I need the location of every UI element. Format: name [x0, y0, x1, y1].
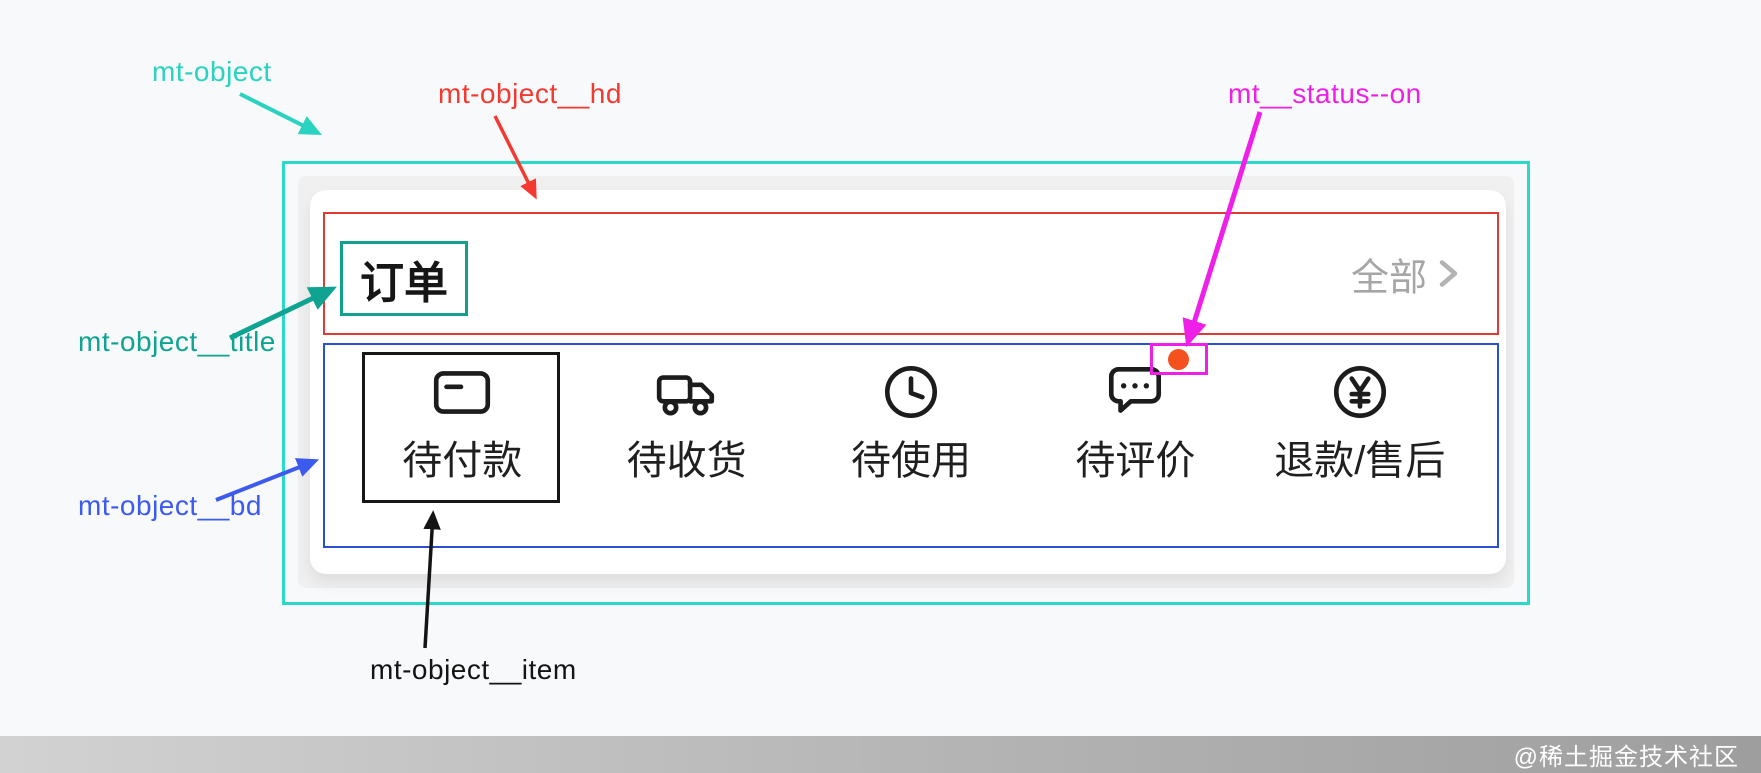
- nav-item-pending-payment[interactable]: 待付款: [350, 345, 574, 546]
- card-header-outline: 订单 全部: [323, 212, 1499, 335]
- annotation-mt-status-on: mt__status--on: [1228, 78, 1422, 109]
- card-body-outline: 待付款 待收货 待使用: [323, 343, 1499, 548]
- watermark: @稀土掘金技术社区: [0, 736, 1761, 773]
- nav-item-label: 待收货: [626, 439, 747, 483]
- card-title: 订单: [360, 258, 448, 308]
- chat-bubble-icon: [1102, 359, 1168, 425]
- annotation-mt-object-title: mt-object__title: [78, 326, 276, 357]
- nav-item-label: 退款/售后: [1274, 439, 1446, 483]
- view-all-label: 全部: [1350, 257, 1427, 299]
- nav-item-pending-review[interactable]: 待评价: [1023, 345, 1247, 546]
- nav-item-label: 待评价: [1075, 439, 1196, 483]
- annotation-mt-object: mt-object: [152, 56, 272, 87]
- arrow-mt-object: [239, 92, 322, 135]
- card-title-outline: 订单: [340, 241, 468, 316]
- yen-circle-icon: [1327, 359, 1393, 425]
- annotation-mt-object-item: mt-object__item: [370, 654, 577, 685]
- nav-item-pending-delivery[interactable]: 待收货: [574, 345, 798, 546]
- annotation-mt-object-bd: mt-object__bd: [78, 490, 262, 521]
- bank-card-icon: [429, 359, 495, 425]
- truck-icon: [654, 359, 720, 425]
- mt-object-outline: [282, 161, 1530, 605]
- nav-item-label: 待付款: [402, 439, 523, 483]
- nav-item-refund[interactable]: 退款/售后: [1248, 345, 1472, 546]
- clock-icon: [878, 359, 944, 425]
- nav-item-label: 待使用: [851, 439, 972, 483]
- watermark-text: @稀土掘金技术社区: [1513, 744, 1739, 771]
- status-dot: [1168, 349, 1189, 370]
- annotation-mt-object-hd: mt-object__hd: [438, 78, 622, 109]
- chevron-right-icon: [1439, 260, 1458, 287]
- view-all-link[interactable]: 全部: [1351, 246, 1463, 301]
- nav-item-pending-use[interactable]: 待使用: [799, 345, 1023, 546]
